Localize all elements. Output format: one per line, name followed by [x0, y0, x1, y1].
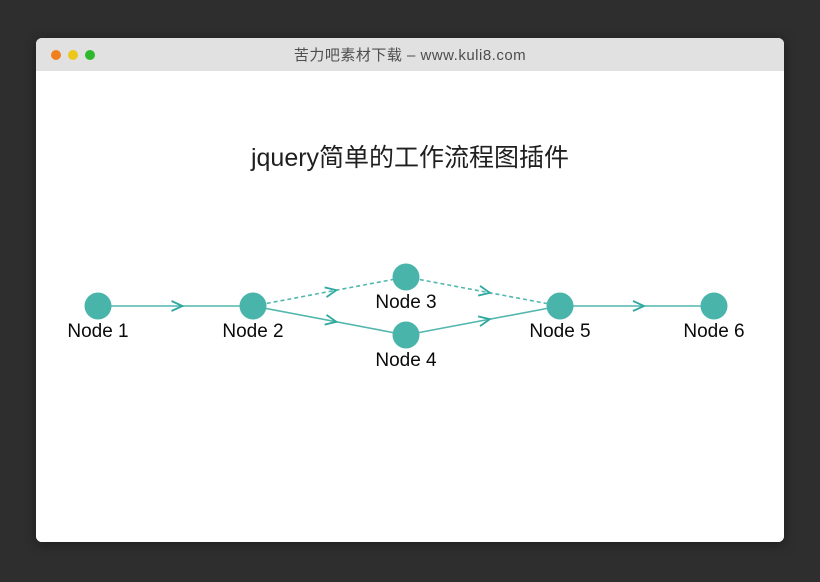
arrowhead-n2-n4 [324, 314, 339, 326]
window-title: 苦力吧素材下载 – www.kuli8.com [293, 47, 527, 64]
window-titlebar: 苦力吧素材下载 – www.kuli8.com [36, 38, 784, 71]
edge-n4-n5 [405, 305, 561, 336]
node-n2[interactable] [239, 292, 267, 320]
maximize-button[interactable] [85, 49, 95, 60]
page-title: jquery简单的工作流程图插件 [250, 144, 570, 172]
node-label-n1: Node 1 [67, 321, 128, 342]
arrowhead-n3-n5 [477, 285, 493, 297]
edge-n2-n4 [252, 305, 407, 336]
node-label-n5: Node 5 [529, 321, 590, 342]
node-n5[interactable] [546, 292, 574, 320]
node-label-n2: Node 2 [222, 321, 283, 342]
window-controls [51, 38, 95, 71]
node-n4[interactable] [392, 321, 420, 349]
arrowhead-n1-n2 [171, 300, 185, 312]
arrowhead-n2-n3 [324, 286, 339, 298]
node-n1[interactable] [84, 292, 112, 320]
flowchart-canvas: Node 1 Node 2 Node 3 Node 4 Node 5 Node 6 [67, 263, 745, 371]
edge-n2-n3 [252, 276, 407, 307]
node-n6[interactable] [700, 292, 728, 320]
node-label-n3: Node 3 [375, 292, 436, 313]
node-n3[interactable] [392, 263, 420, 291]
arrowhead-n4-n5 [477, 315, 493, 327]
browser-window: 苦力吧素材下载 – www.kuli8.com jquery简单的工作流程图插件… [36, 38, 784, 542]
node-label-n6: Node 6 [683, 321, 744, 342]
node-label-n4: Node 4 [375, 350, 437, 371]
arrowhead-n5-n6 [632, 300, 647, 312]
close-button[interactable] [51, 49, 61, 60]
minimize-button[interactable] [68, 49, 78, 60]
edge-n3-n5 [405, 276, 561, 307]
